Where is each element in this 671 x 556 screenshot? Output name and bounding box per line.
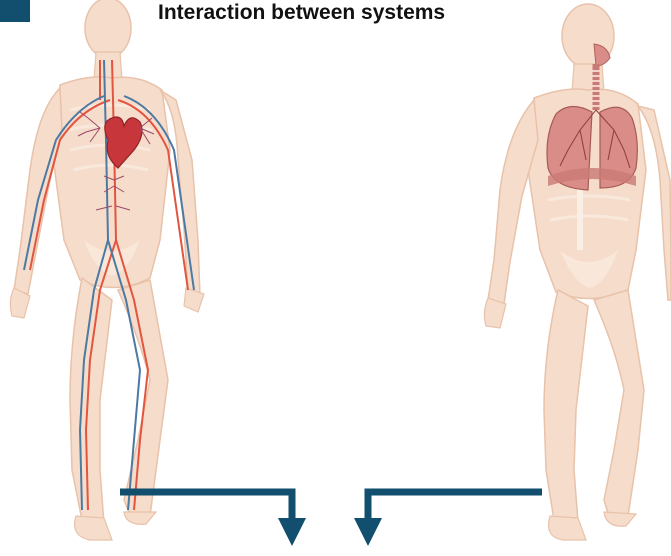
right-foot-a: [549, 516, 586, 540]
respiratory-body-figure: [484, 4, 671, 540]
right-leg-b: [594, 290, 644, 520]
left-foot-b: [124, 512, 156, 524]
left-arm-right-side: [14, 88, 62, 294]
right-arm-a: [488, 100, 538, 304]
right-hand-a: [484, 298, 506, 328]
left-head: [85, 0, 131, 58]
arrow-from-respiratory: [368, 492, 542, 532]
left-leg-b: [118, 280, 168, 520]
left-hand-b: [184, 288, 204, 312]
left-foot-a: [75, 516, 112, 540]
left-neck: [94, 52, 122, 80]
circulatory-body-figure: [10, 0, 204, 540]
interaction-arrows: [120, 492, 542, 532]
right-arm-b: [638, 106, 671, 300]
right-foot-b: [604, 512, 636, 526]
right-leg-a: [544, 290, 588, 522]
